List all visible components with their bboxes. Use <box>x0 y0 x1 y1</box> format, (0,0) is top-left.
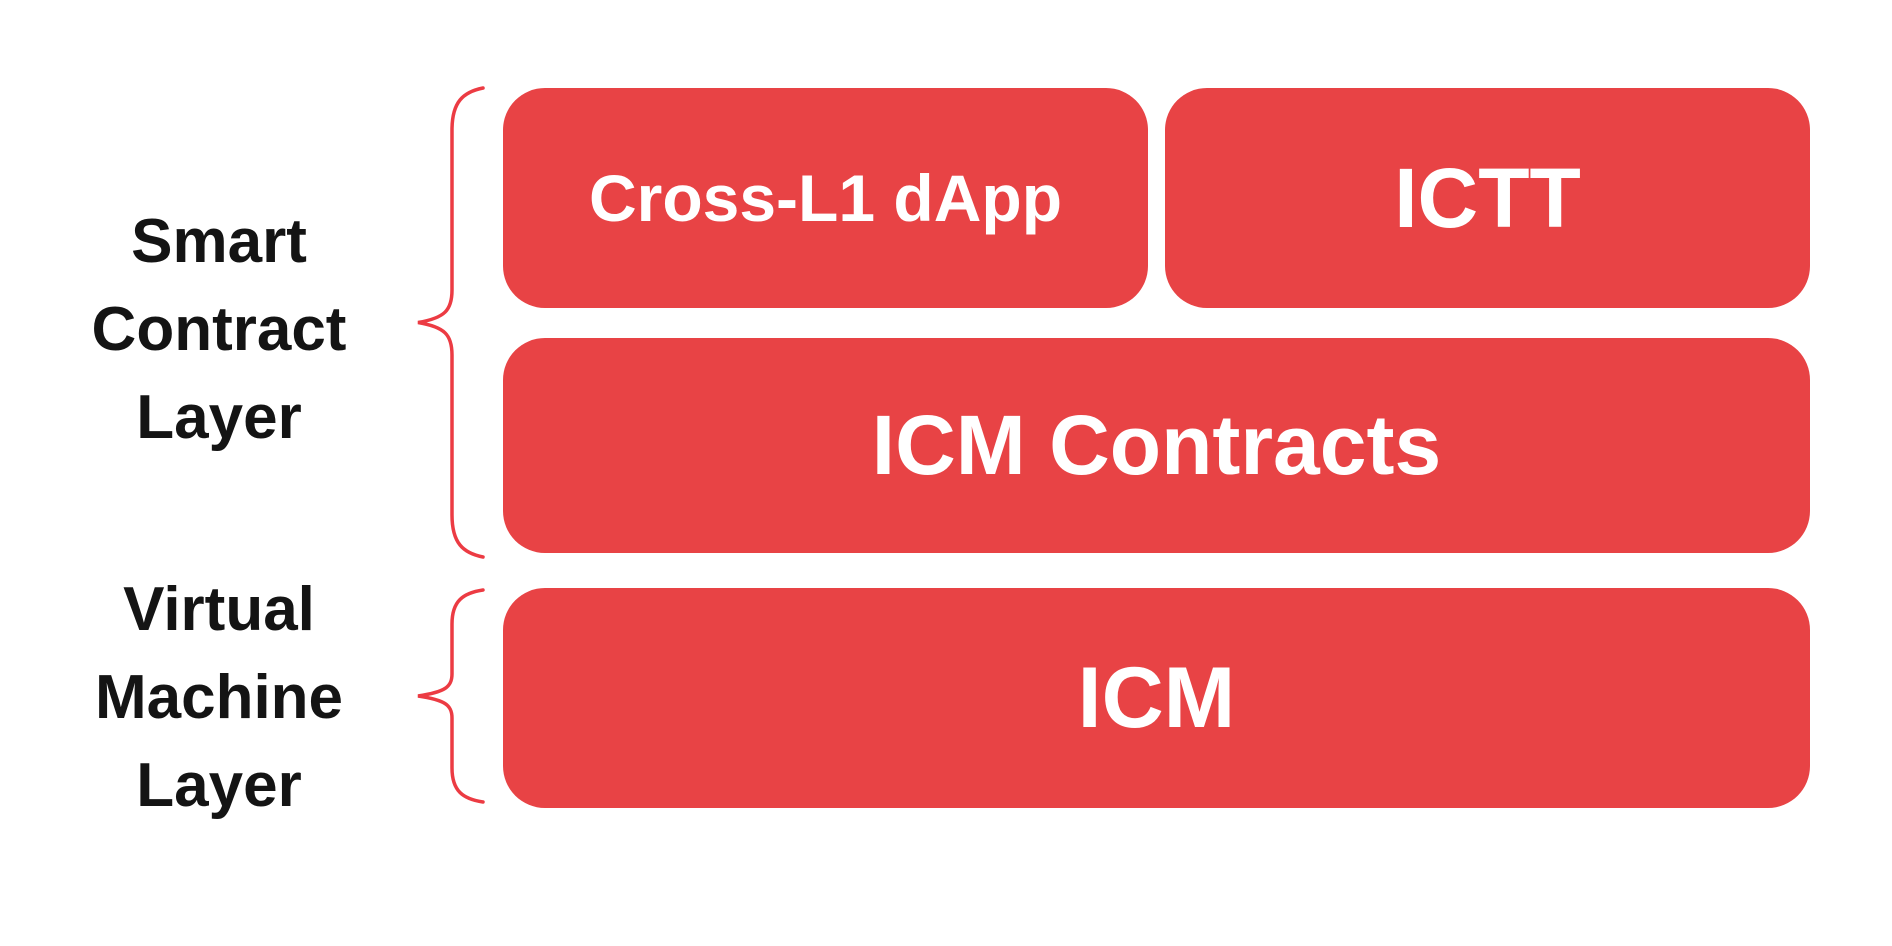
virtual-machine-layer-label: Virtual Machine Layer <box>94 575 344 820</box>
cross-l1-dapp-box-label: Cross-L1 dApp <box>588 161 1063 235</box>
ictt-box-label: ICTT <box>1394 150 1581 245</box>
smart-contract-layer-brace-icon <box>417 86 485 559</box>
ictt-box: ICTT <box>1165 88 1810 308</box>
cross-l1-dapp-box: Cross-L1 dApp <box>503 88 1148 308</box>
icm-contracts-box-label: ICM Contracts <box>871 398 1442 492</box>
smart-contract-layer-label: Smart Contract Layer <box>91 207 347 452</box>
virtual-machine-layer-brace-icon <box>417 588 485 804</box>
icm-contracts-box: ICM Contracts <box>503 338 1810 553</box>
icm-box-label: ICM <box>1077 649 1236 746</box>
icm-box: ICM <box>503 588 1810 808</box>
